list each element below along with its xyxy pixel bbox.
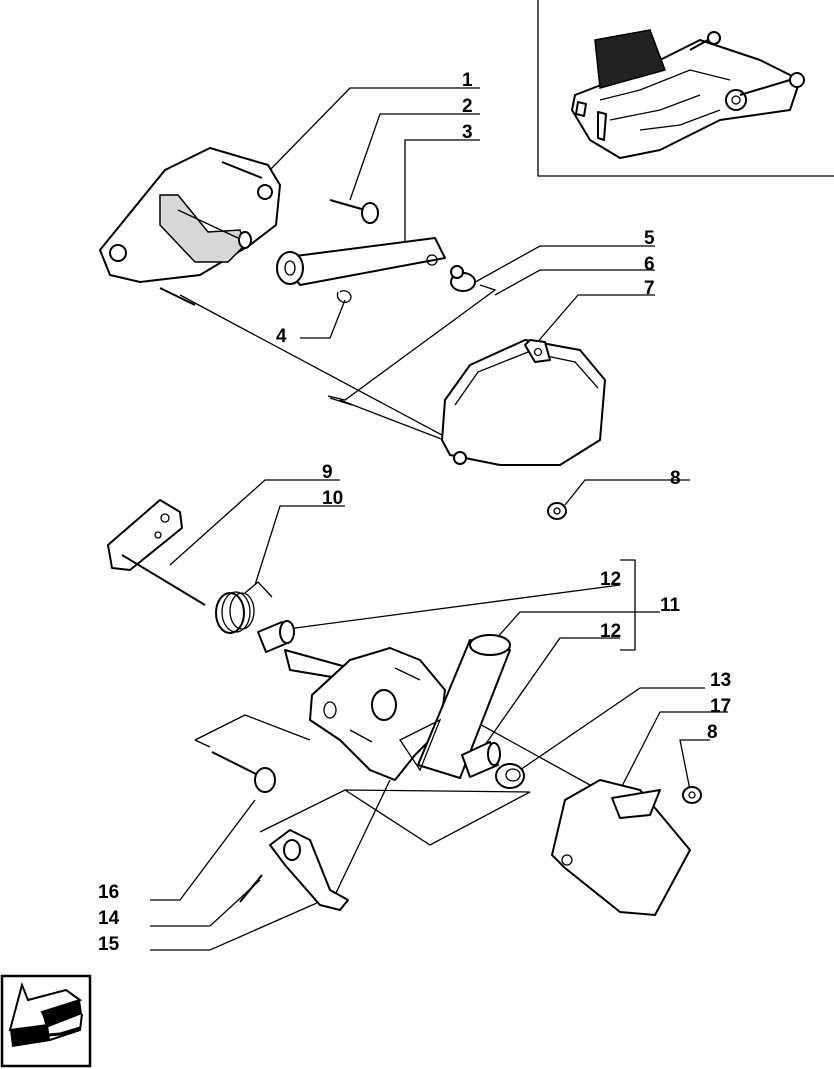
- callout-8-lower: 8: [707, 722, 718, 743]
- callout-15: 15: [98, 934, 120, 955]
- clevis-5: [450, 265, 476, 292]
- leader-lines: [150, 87, 728, 951]
- stud-upper: [159, 161, 263, 306]
- callout-9: 9: [322, 462, 333, 483]
- bolt-2: [329, 199, 379, 224]
- link-rod-3: [276, 237, 446, 286]
- cover-7: [441, 339, 606, 466]
- nut-8-upper: [547, 502, 567, 520]
- pivot-tube-11: [399, 634, 511, 779]
- callout-16: 16: [98, 882, 119, 903]
- back-arrow-icon: [8, 981, 83, 1047]
- bolt-16: [211, 751, 276, 793]
- callout-labels: 1 2 3 4 5 6 7 8 9 10 12 11 12 13 17 8 16…: [98, 70, 731, 955]
- callout-10: 10: [322, 488, 343, 509]
- bushing-12-upper: [257, 620, 295, 653]
- bushing-12-lower: [461, 741, 501, 778]
- lever-15: [269, 829, 349, 911]
- callout-11: 11: [660, 595, 681, 616]
- rod-6: [327, 284, 497, 406]
- callout-3: 3: [462, 122, 473, 143]
- clip-4: [336, 290, 352, 304]
- cover-17: [551, 779, 691, 916]
- bracket-plate: [99, 147, 281, 283]
- locator-inset: [537, 0, 834, 177]
- spring-10: [215, 581, 273, 634]
- callout-12-lower: 12: [600, 621, 621, 642]
- callout-12-upper: 12: [600, 569, 621, 590]
- back-arrow-button[interactable]: [0, 974, 92, 1068]
- callout-1: 1: [462, 70, 473, 91]
- callout-2: 2: [462, 96, 473, 117]
- pin-14: [239, 874, 263, 903]
- callout-5: 5: [644, 228, 655, 249]
- callout-4: 4: [276, 326, 287, 347]
- washer-13: [495, 763, 525, 789]
- pin-9: [107, 499, 206, 606]
- tractor-lift-locator-icon: [571, 29, 805, 159]
- callout-13: 13: [710, 670, 731, 691]
- callout-8-upper: 8: [670, 468, 681, 489]
- callout-7: 7: [644, 278, 655, 299]
- callout-17: 17: [710, 696, 731, 717]
- callout-14: 14: [98, 908, 120, 929]
- nut-8-lower: [682, 786, 702, 804]
- callout-6: 6: [644, 254, 655, 275]
